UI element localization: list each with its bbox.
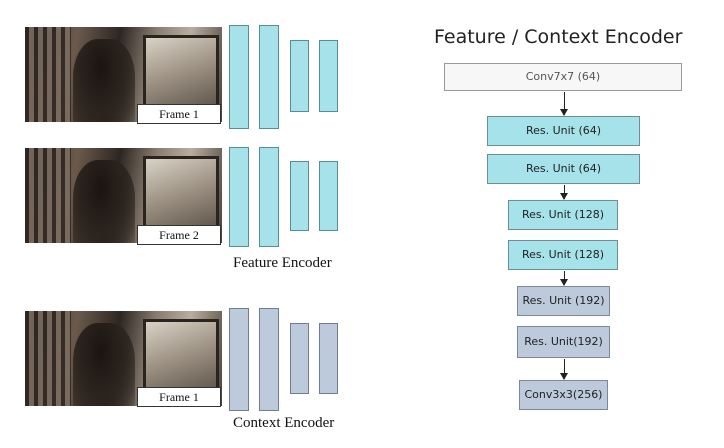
feature-encoder-layer	[229, 25, 249, 129]
feature-encoder-layer	[319, 161, 338, 231]
feature-encoder-caption: Feature Encoder	[233, 255, 332, 271]
res-unit-192-b-node: Res. Unit(192)	[517, 326, 610, 358]
res-unit-128-a-node: Res. Unit (128)	[508, 200, 618, 230]
diagram-title: Feature / Context Encoder	[434, 26, 683, 48]
feature-encoder-layer	[259, 147, 279, 247]
context-encoder-layer	[319, 323, 338, 394]
res-unit-64-b-node: Res. Unit (64)	[487, 154, 640, 184]
context-encoder-layer	[290, 323, 309, 394]
res-unit-64-a-node: Res. Unit (64)	[487, 116, 640, 146]
conv3x3-node: Conv3x3(256)	[519, 380, 608, 410]
frame-label-3: Frame 1	[137, 387, 221, 407]
flow-arrow	[560, 359, 568, 380]
flow-arrow	[560, 271, 568, 286]
context-encoder-caption: Context Encoder	[233, 415, 335, 431]
flow-arrow	[560, 185, 568, 200]
context-encoder-layer	[259, 308, 279, 411]
frame-image-1	[25, 27, 222, 122]
res-unit-128-b-node: Res. Unit (128)	[508, 240, 618, 270]
context-encoder-layer	[229, 308, 249, 411]
feature-encoder-layer	[259, 25, 279, 129]
feature-encoder-layer	[290, 161, 309, 231]
flow-arrow	[560, 92, 568, 116]
feature-encoder-layer	[229, 147, 249, 247]
frame-label-2: Frame 2	[137, 225, 221, 245]
frame-label-1: Frame 1	[137, 104, 221, 124]
feature-encoder-layer	[290, 40, 309, 112]
feature-encoder-layer	[319, 40, 338, 112]
res-unit-192-a-node: Res. Unit (192)	[517, 286, 610, 316]
conv7x7-node: Conv7x7 (64)	[444, 63, 682, 91]
